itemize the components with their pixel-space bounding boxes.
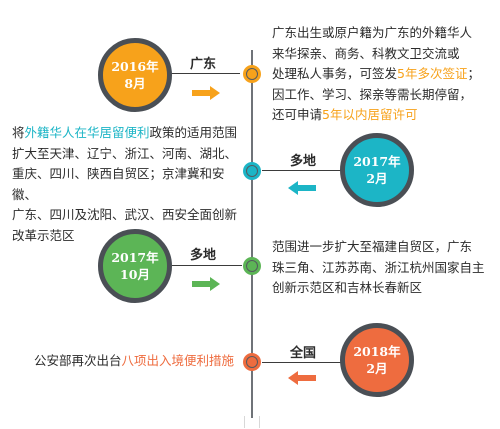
date-year: 2017年 (111, 250, 159, 265)
timeline-axis (251, 50, 253, 418)
desc-line: 范围进一步扩大至福建自贸区，广东 (272, 239, 473, 254)
date-month: 2月 (366, 361, 388, 376)
region-label-guangdong: 广东 (190, 57, 217, 72)
desc-line: 改革示范区 (12, 227, 75, 243)
highlight-text: 5年多次签证 (397, 66, 468, 81)
timeline-node-4 (243, 353, 261, 371)
date-month: 8月 (124, 76, 146, 91)
date-month: 10月 (120, 267, 150, 282)
highlight-text: 外籍华人在华居留便利 (24, 125, 150, 140)
highlight-text: 八项出入境便利措施 (121, 353, 235, 368)
timeline-axis-end (244, 416, 260, 428)
desc-line: 扩大至天津、辽宁、浙江、河南、湖北、 (12, 145, 238, 161)
event-description-3: 范围进一步扩大至福建自贸区，广东 珠三角、江苏苏南、浙江杭州国家自主 创新示范区… (272, 237, 497, 299)
date-circle-2017-02: 2017年 2月 (340, 133, 414, 207)
date-month: 2月 (366, 171, 388, 186)
connector-line-2 (262, 170, 342, 171)
region-label-national: 全国 (290, 346, 317, 361)
desc-line: 来华探亲、商务、科教文卫交流或 (272, 45, 460, 61)
event-description-2: 将外籍华人在华居留便利政策的适用范围 扩大至天津、辽宁、浙江、河南、湖北、 重庆… (12, 123, 247, 246)
desc-line: 创新示范区和吉林长春新区 (272, 280, 423, 295)
highlight-text: 5年以内居留许可 (322, 107, 418, 122)
date-year: 2017年 (353, 154, 401, 169)
desc-line: 公安部再次出台八项出入境便利措施 (34, 353, 235, 368)
timeline-node-3 (243, 257, 261, 275)
timeline-node-1 (243, 65, 261, 83)
event-description-4: 公安部再次出台八项出入境便利措施 (34, 351, 244, 372)
desc-line: 因工作、学习、探亲等需长期停留， (272, 86, 473, 102)
date-circle-2016-08: 2016年 8月 (98, 38, 172, 112)
event-description-1: 广东出生或原户籍为广东的外籍华人 来华探亲、商务、科教文卫交流或 处理私人事务，… (272, 23, 497, 126)
date-circle-2018-02: 2018年 2月 (340, 323, 414, 397)
arrow-right-icon (192, 277, 220, 291)
region-label-multi-2: 多地 (190, 248, 217, 263)
date-year: 2016年 (111, 59, 159, 74)
arrow-left-icon (288, 371, 316, 385)
date-year: 2018年 (353, 344, 401, 359)
connector-line-1 (170, 73, 240, 74)
date-circle-2017-10: 2017年 10月 (98, 229, 172, 303)
desc-line: 重庆、四川、陕西自贸区；京津冀和安徽、 (12, 166, 225, 202)
arrow-right-icon (192, 86, 220, 100)
desc-line: 处理私人事务，可签发5年多次签证； (272, 66, 480, 81)
desc-line: 广东出生或原户籍为广东的外籍华人 (272, 25, 473, 40)
region-label-multi-1: 多地 (290, 154, 317, 169)
desc-line: 广东、四川及沈阳、武汉、西安全面创新 (12, 207, 238, 222)
connector-line-4 (262, 362, 342, 363)
arrow-left-icon (288, 181, 316, 195)
desc-line: 珠三角、江苏苏南、浙江杭州国家自主 (272, 259, 485, 275)
desc-line: 将外籍华人在华居留便利政策的适用范围 (12, 125, 238, 140)
timeline-node-2 (243, 162, 261, 180)
connector-line-3 (172, 265, 242, 266)
desc-line: 还可申请5年以内居留许可 (272, 107, 418, 122)
